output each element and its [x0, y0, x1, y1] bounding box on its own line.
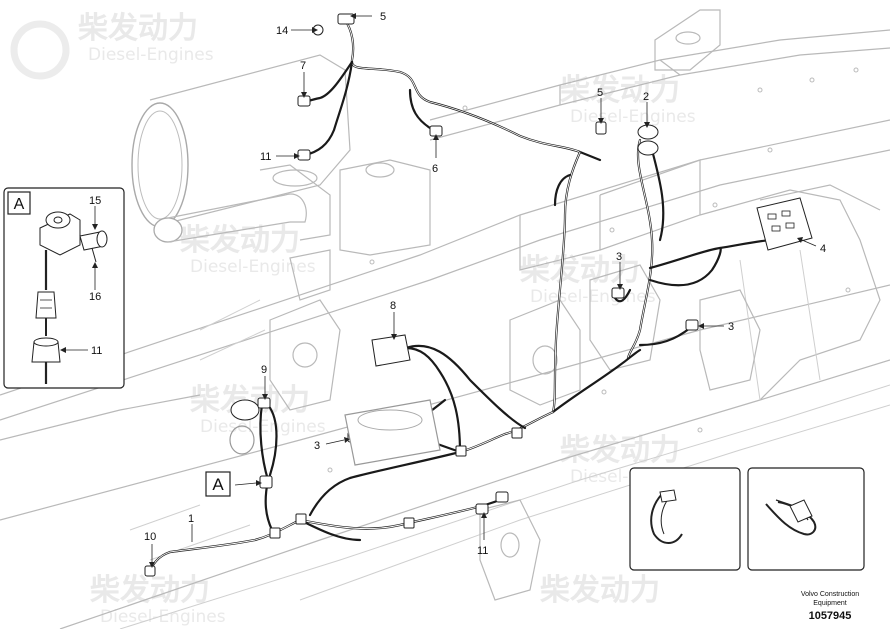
inset-callout-16: 16	[89, 291, 101, 303]
callout-6: 6	[432, 163, 438, 175]
detail-view-13	[747, 467, 865, 571]
watermark-cn-6: 柴发动力	[560, 433, 680, 468]
leader-lines	[149, 13, 830, 568]
callout-10: 10	[144, 531, 156, 543]
footer: Volvo Construction Equipment 1057945	[801, 591, 859, 622]
starter-motor	[344, 399, 441, 466]
watermark-logo	[10, 20, 70, 80]
callout-3-a: 3	[616, 251, 622, 263]
watermark-cn-3: 柴发动力	[180, 223, 300, 258]
detail-a-tag-label: A	[212, 475, 224, 494]
relay-box-4	[756, 197, 813, 251]
detail-view-12	[629, 467, 741, 571]
watermark-cn-7: 柴发动力	[90, 573, 210, 608]
watermark-cn-8: 柴发动力	[540, 573, 660, 608]
callout-11-lower: 11	[477, 545, 488, 557]
watermark-en-3: Diesel-Engines	[190, 257, 316, 277]
sensor-5-top	[337, 13, 355, 25]
grommet-2	[637, 124, 659, 140]
detail-a-tag: A	[205, 471, 231, 497]
callout-5-right: 5	[597, 87, 603, 99]
watermark-en-1: Diesel-Engines	[88, 45, 214, 65]
inset-callout-11: 11	[91, 345, 102, 357]
inset-callout-15: 15	[89, 195, 101, 207]
connector-block-8	[371, 334, 411, 367]
callout-3-b: 3	[728, 321, 734, 333]
connector-3-b	[685, 319, 699, 331]
callout-5-top: 5	[380, 11, 386, 23]
callout-7: 7	[300, 60, 306, 72]
connector-detail-a	[259, 475, 273, 489]
callout-9: 9	[261, 364, 267, 376]
connector-3-a	[611, 287, 625, 299]
connector-11-lower-b	[495, 491, 509, 503]
watermark-en-5: Diesel-Engines	[200, 417, 326, 437]
callout-11-top: 11	[260, 151, 271, 163]
watermark-en-2: Diesel-Engines	[570, 107, 696, 127]
callout-14: 14	[276, 25, 288, 37]
footer-company-2: Equipment	[813, 600, 847, 607]
callout-1: 1	[188, 513, 194, 525]
watermark: 柴发动力 Diesel-Engines 柴发动力 Diesel-Engines …	[10, 11, 696, 627]
connector-11-top	[297, 149, 311, 161]
connector-11-lower-a	[475, 503, 489, 515]
callout-2: 2	[643, 91, 649, 103]
exhaust-silencer	[131, 54, 351, 243]
watermark-cn-1: 柴发动力	[78, 11, 198, 46]
drawing-number: 1057945	[809, 610, 852, 622]
detail-view-tag: A	[14, 196, 25, 213]
watermark-en-7: Diesel-Engines	[100, 607, 226, 627]
callout-3-c: 3	[314, 440, 320, 452]
connector-10	[144, 565, 156, 577]
grommet-2b	[637, 140, 659, 156]
footer-company-1: Volvo Construction	[801, 591, 859, 598]
callout-4: 4	[820, 243, 826, 255]
callout-8: 8	[390, 300, 396, 312]
callout-labels: 14 5 7 11 5 2 6 4 3 3 3 8 9 10 1 11 12 1…	[144, 11, 846, 557]
detail-view-a: A 15 16 11	[3, 187, 125, 389]
sensor-9	[230, 399, 260, 421]
